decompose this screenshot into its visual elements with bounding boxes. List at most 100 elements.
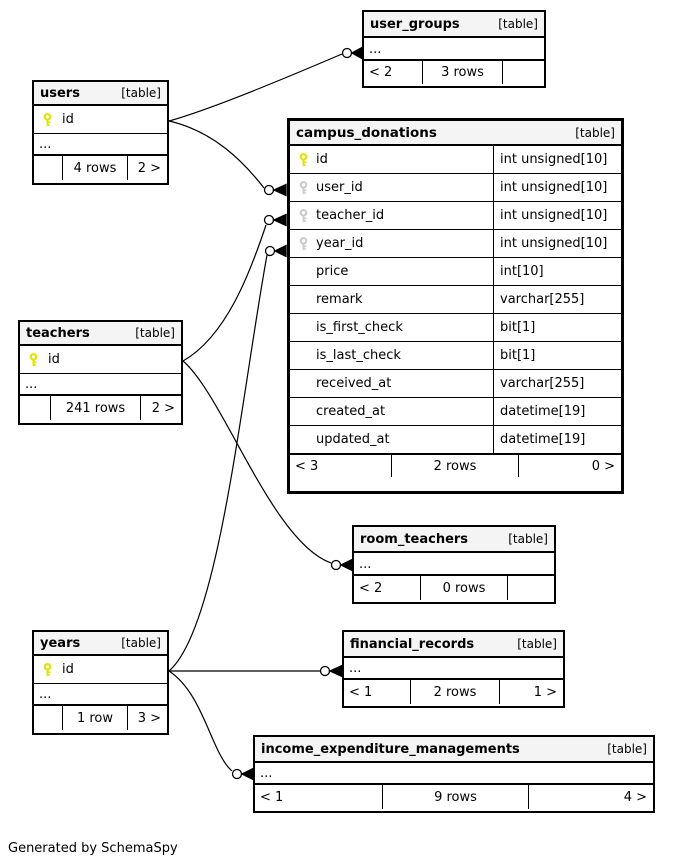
table-name[interactable]: income_expenditure_managements: [261, 741, 520, 757]
table-tag: [table]: [575, 125, 615, 140]
column-row-is-last-check: is_last_check bit[1]: [290, 342, 621, 370]
table-stats: < 1 9 rows 4 >: [255, 784, 653, 809]
table-name[interactable]: years: [40, 635, 81, 651]
parents-count: < 3: [295, 458, 319, 474]
table-header[interactable]: years [table]: [34, 632, 167, 656]
table-stats: < 1 2 rows 1 >: [344, 679, 563, 704]
foreign-key-icon: [299, 236, 308, 250]
column-name: id: [316, 152, 328, 167]
table-header[interactable]: room_teachers [table]: [354, 527, 554, 553]
ellipsis-label: ...: [369, 42, 382, 57]
table-name[interactable]: room_teachers: [360, 531, 469, 547]
column-name: id: [48, 352, 60, 367]
column-row-year-id: year_id int unsigned[10]: [290, 230, 621, 258]
children-count: 4 >: [528, 785, 653, 809]
column-type: varchar[255]: [493, 370, 621, 397]
table-name[interactable]: financial_records: [350, 636, 475, 652]
column-type: int unsigned[10]: [493, 174, 621, 201]
table-header[interactable]: teachers [table]: [20, 322, 181, 346]
table-stats: < 2 0 rows: [354, 575, 554, 600]
column-row-received-at: received_at varchar[255]: [290, 370, 621, 398]
column-type: bit[1]: [493, 342, 621, 369]
row-count: 3 rows: [422, 61, 502, 84]
table-name[interactable]: teachers: [26, 325, 90, 341]
row-count: 2 rows: [410, 680, 499, 704]
table-tag: [table]: [517, 637, 557, 651]
table-stats: < 3 2 rows 0 >: [290, 454, 621, 477]
table-tag: [table]: [121, 636, 161, 650]
more-columns-row: ...: [354, 553, 554, 575]
table-stats: 1 row 3 >: [34, 705, 167, 730]
column-row-is-first-check: is_first_check bit[1]: [290, 314, 621, 342]
more-columns-row: ...: [364, 38, 544, 60]
column-row-id: id int unsigned[10]: [290, 146, 621, 174]
parents-count: [20, 396, 50, 420]
column-row-user-id: user_id int unsigned[10]: [290, 174, 621, 202]
column-name: is_last_check: [316, 348, 401, 363]
table-header[interactable]: financial_records [table]: [344, 632, 563, 658]
relationship-line: [168, 670, 233, 772]
children-count: 1 >: [499, 680, 563, 704]
more-columns-row: ...: [255, 763, 653, 784]
column-row-teacher-id: teacher_id int unsigned[10]: [290, 202, 621, 230]
column-row-created-at: created_at datetime[19]: [290, 398, 621, 426]
column-name: user_id: [316, 180, 363, 195]
parents-count: < 1: [260, 789, 284, 805]
table-header[interactable]: campus_donations [table]: [290, 121, 621, 146]
more-columns-row: ...: [34, 684, 167, 705]
column-type: int unsigned[10]: [493, 230, 621, 257]
column-type: int unsigned[10]: [493, 202, 621, 229]
generated-by-note: Generated by SchemaSpy: [8, 841, 178, 856]
table-tag: [table]: [121, 86, 161, 100]
table-header[interactable]: users [table]: [34, 82, 167, 106]
parents-count: < 2: [359, 580, 383, 596]
foreign-key-icon: [299, 180, 308, 194]
table-header[interactable]: user_groups [table]: [364, 12, 544, 38]
children-count: [502, 61, 544, 84]
column-type: bit[1]: [493, 314, 621, 341]
primary-key-icon: [43, 112, 52, 126]
foreign-key-icon: [299, 208, 308, 222]
primary-key-icon: [299, 152, 308, 166]
children-count: [507, 576, 554, 600]
relationship-line: [168, 254, 268, 672]
crow-foot-markers: [231, 46, 363, 781]
column-type: int[10]: [493, 258, 621, 285]
table-name[interactable]: campus_donations: [296, 124, 437, 141]
table-name[interactable]: users: [40, 85, 80, 101]
row-count: 2 rows: [391, 455, 518, 477]
column-name: year_id: [316, 236, 364, 251]
table-tag: [table]: [498, 17, 538, 31]
table-tag: [table]: [607, 742, 647, 756]
relationship-line: [168, 120, 265, 189]
table-header[interactable]: income_expenditure_managements [table]: [255, 737, 653, 763]
children-count: 2 >: [127, 156, 167, 180]
parents-count: < 2: [369, 65, 393, 80]
relationship-line: [168, 53, 343, 122]
column-type: varchar[255]: [493, 286, 621, 313]
column-type: datetime[19]: [493, 398, 621, 425]
column-row-id: id: [34, 106, 167, 134]
table-years: years [table] id ... 1 row 3 >: [32, 630, 169, 735]
column-name: teacher_id: [316, 208, 385, 223]
column-type: int unsigned[10]: [493, 146, 621, 173]
column-name: id: [62, 112, 74, 127]
ellipsis-label: ...: [39, 687, 52, 702]
table-name[interactable]: user_groups: [370, 16, 460, 32]
ellipsis-label: ...: [349, 661, 362, 676]
primary-key-icon: [43, 662, 52, 676]
column-name: id: [62, 662, 74, 677]
column-row-price: price int[10]: [290, 258, 621, 286]
table-stats: < 2 3 rows: [364, 60, 544, 84]
table-room-teachers: room_teachers [table] ... < 2 0 rows: [352, 525, 556, 604]
column-name: price: [316, 264, 349, 279]
table-campus-donations: campus_donations [table] id int unsigned…: [287, 118, 624, 494]
table-tag: [table]: [135, 326, 175, 340]
children-count: 0 >: [518, 455, 621, 477]
column-name: remark: [316, 292, 363, 307]
table-financial-records: financial_records [table] ... < 1 2 rows…: [342, 630, 565, 708]
row-count: 9 rows: [382, 785, 528, 809]
table-stats: 241 rows 2 >: [20, 395, 181, 420]
